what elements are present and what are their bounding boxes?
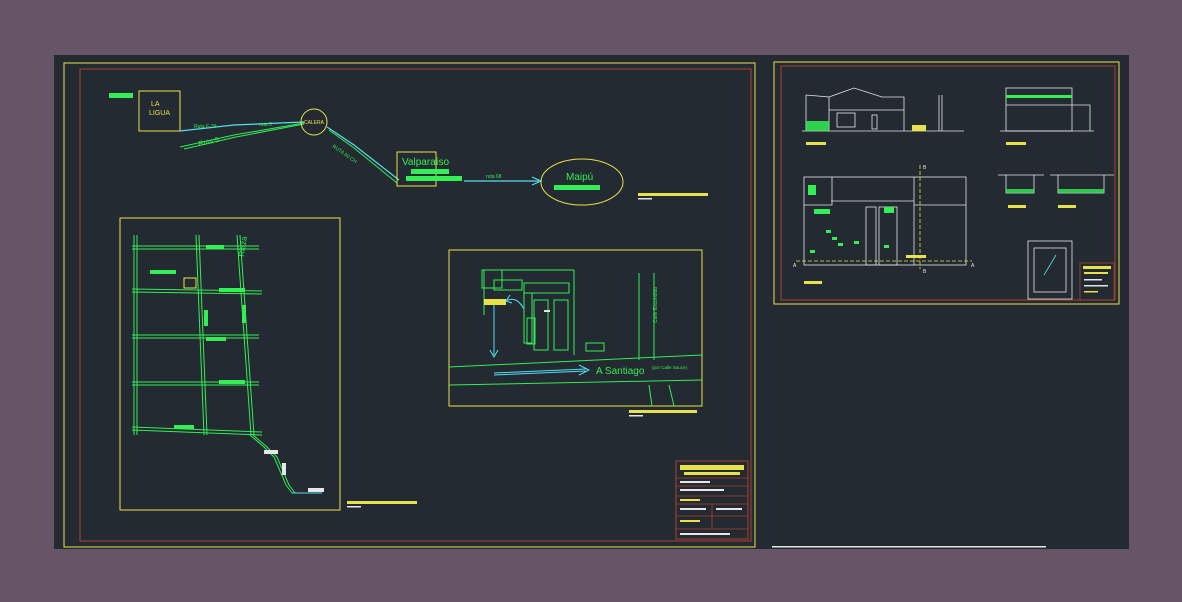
site-plan-turn-arrow	[505, 294, 525, 310]
la-ligua-label-1: LA	[151, 101, 160, 108]
section-lines	[796, 165, 972, 269]
ruta-60ch-label: RUTA 60 CH	[331, 144, 358, 165]
floor-plan	[803, 176, 967, 266]
site-plan-direction-note: (por Calle Sauce)	[652, 365, 688, 370]
sheet-2-inner-frame	[780, 65, 1116, 301]
site-plan-street-label: Calle Escondido	[653, 287, 659, 323]
route-map-title-bar	[638, 193, 708, 196]
small-plan-detail	[1027, 240, 1073, 300]
cad-drawing: LA LIGUA Ruta E-39 ruta 5 Ruta 5 CALERA …	[63, 61, 1120, 548]
street-plan-scale-bar	[347, 506, 361, 508]
small-plan-arrow	[1043, 254, 1057, 276]
section-detail-2-title	[1058, 205, 1076, 208]
side-elevation-title-bar	[1006, 142, 1026, 145]
street-plan-frame	[119, 217, 341, 511]
section-detail-2-fill	[1058, 189, 1104, 193]
sheet-1-inner-frame	[79, 68, 752, 542]
floor-plan-mark-yellow	[906, 255, 926, 258]
sheet-2: A A B B	[773, 61, 1120, 305]
road-60ch-parallel	[328, 129, 398, 184]
road-e39	[179, 121, 305, 132]
site-plan-frame	[448, 249, 703, 407]
title-block-2	[1079, 262, 1115, 301]
section-b-top: B	[923, 165, 927, 171]
sheet-1: LA LIGUA Ruta E-39 ruta 5 Ruta 5 CALERA …	[63, 62, 756, 548]
street-plan: Riaza	[119, 217, 417, 511]
cad-model-space[interactable]: LA LIGUA Ruta E-39 ruta 5 Ruta 5 CALERA …	[54, 55, 1129, 549]
side-elevation	[1000, 87, 1094, 132]
valparaiso-bar-2	[406, 176, 462, 181]
street-grid	[131, 234, 296, 494]
road-5-parallel	[183, 123, 305, 150]
route-e39-label: Ruta E-39	[194, 124, 217, 130]
elevation-title-bar	[806, 142, 826, 145]
site-plan-scale-bar	[629, 415, 643, 417]
floor-plan-marks	[808, 185, 894, 253]
la-ligua-label-2: LIGUA	[149, 110, 170, 117]
site-plan-entry-arrow	[489, 305, 499, 359]
horizontal-scroll-indicator[interactable]	[772, 546, 1046, 548]
section-b-bottom: B	[923, 269, 927, 275]
maipu-ellipse	[540, 158, 624, 206]
site-plan-building-mark	[484, 299, 506, 305]
section-detail-1-fill	[1006, 189, 1034, 193]
valparaiso-label: Valparaíso	[402, 157, 450, 168]
title-block-1	[675, 460, 749, 540]
section-a-left: A	[793, 263, 797, 269]
floor-plan-title-bar	[804, 281, 822, 284]
maipu-label: Maipú	[566, 172, 593, 183]
calera-label: CALERA	[304, 120, 325, 126]
section-details	[998, 174, 1114, 194]
street-plan-title-bar	[347, 501, 417, 504]
site-location-marker	[183, 277, 197, 289]
site-plan: A Santiago (por Calle Sauce) Calle Escon…	[448, 249, 703, 417]
route-5-label: ruta 5	[259, 122, 272, 128]
section-detail-1-title	[1008, 205, 1026, 208]
maipu-bar	[554, 185, 600, 190]
route-map: LA LIGUA Ruta E-39 ruta 5 Ruta 5 CALERA …	[109, 90, 708, 206]
site-plan-small-mark	[544, 310, 550, 312]
ruta-68-label: ruta 68	[486, 174, 502, 180]
side-elevation-band	[1006, 95, 1072, 98]
route-map-scale-bar	[638, 198, 652, 200]
elevation-detail-mark	[912, 125, 926, 131]
road-5	[179, 122, 305, 148]
site-plan-direction-label: A Santiago	[596, 366, 645, 377]
legend-mark	[109, 93, 133, 98]
section-a-right: A	[971, 263, 975, 269]
valparaiso-bar-1	[411, 169, 449, 174]
la-ligua-box	[138, 90, 181, 132]
calera-circle	[300, 108, 328, 136]
access-route-marks	[264, 450, 324, 492]
road-60ch	[326, 126, 400, 181]
site-plan-lines	[448, 269, 703, 407]
sheet-1-outer-frame	[63, 62, 756, 548]
sheet-2-outer-frame	[773, 61, 1120, 305]
site-plan-direction-arrow	[493, 364, 591, 376]
street-name-marks	[150, 245, 246, 429]
route-5-label-b: Ruta 5	[198, 137, 220, 148]
site-plan-title-bar	[629, 410, 697, 413]
elevation-fence	[806, 121, 829, 131]
street-plan-street-label: Riaza	[237, 235, 249, 257]
